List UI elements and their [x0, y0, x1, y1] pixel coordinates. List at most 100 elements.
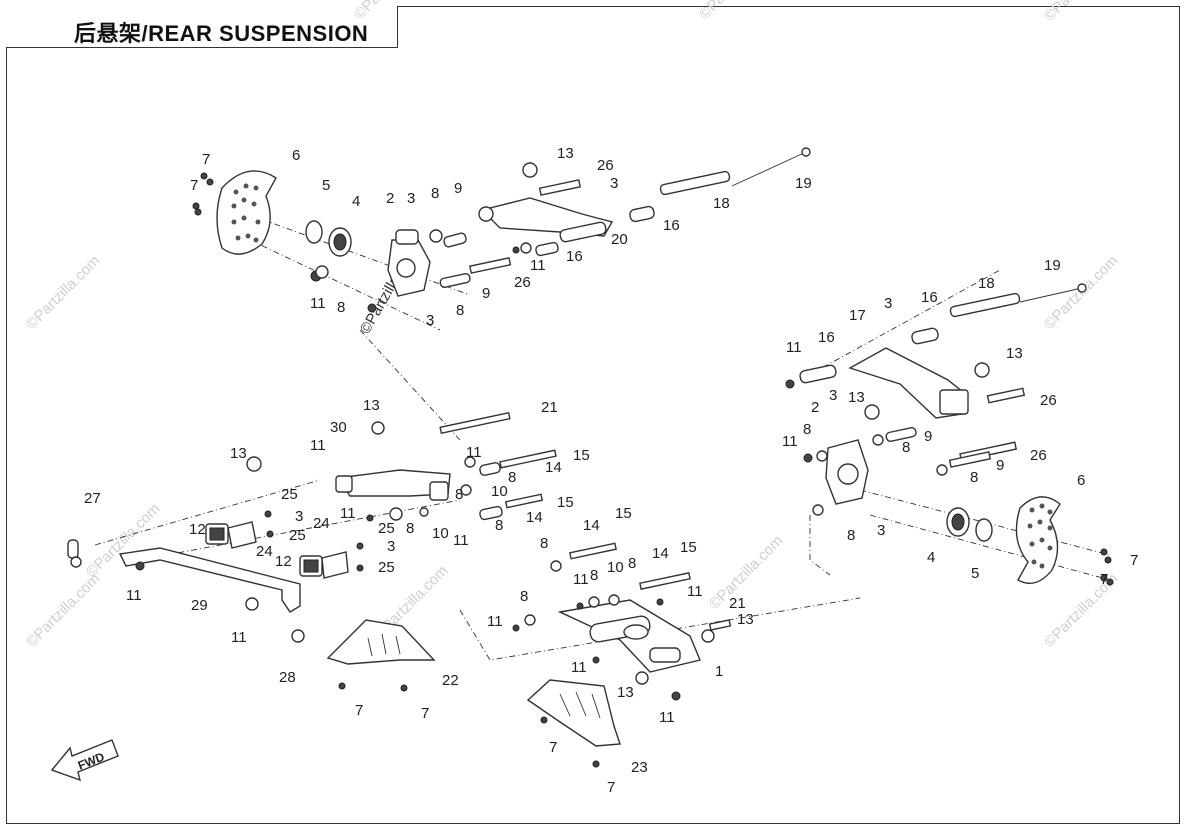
watermark: ©Partzilla.com	[23, 570, 104, 651]
title-box: 后悬架/REAR SUSPENSION	[6, 6, 398, 48]
callout-3: 3	[610, 175, 618, 192]
callout-10: 10	[432, 525, 449, 542]
snap-ring	[305, 220, 323, 244]
callout-8: 8	[628, 555, 636, 572]
callout-10: 10	[491, 483, 508, 500]
callout-8: 8	[456, 302, 464, 319]
callout-7: 7	[549, 739, 557, 756]
callout-13: 13	[1006, 345, 1023, 362]
callout-19: 19	[795, 175, 812, 192]
fwd-arrow-icon: FWD	[50, 739, 119, 782]
watermark: ©Partzilla.com	[351, 0, 432, 23]
upper-right-a-arm	[785, 283, 1087, 420]
callout-25: 25	[378, 559, 395, 576]
callout-11: 11	[659, 709, 675, 726]
callout-6: 6	[1077, 472, 1085, 489]
callout-8: 8	[406, 520, 414, 537]
upper-left-knuckle-assembly	[192, 170, 467, 313]
callout-11: 11	[310, 295, 326, 312]
callout-9: 9	[996, 457, 1004, 474]
callout-3: 3	[387, 538, 395, 555]
snap-ring	[975, 518, 993, 542]
skid-guard-right	[526, 679, 621, 768]
callout-11: 11	[126, 587, 142, 604]
right-knuckle-assembly	[803, 427, 1114, 586]
assembly-lines	[94, 214, 1111, 661]
callout-24: 24	[313, 515, 330, 532]
callout-28: 28	[279, 669, 296, 686]
callout-14: 14	[652, 545, 669, 562]
watermark: ©Partzilla.com	[1041, 0, 1122, 25]
callout-4: 4	[927, 549, 935, 566]
callout-18: 18	[978, 275, 995, 292]
callout-8: 8	[970, 469, 978, 486]
callout-3: 3	[884, 295, 892, 312]
watermark: ©Partzilla.com	[23, 252, 104, 333]
callout-27: 27	[84, 490, 101, 507]
watermark: ©Partzilla.com	[696, 0, 777, 23]
callout-8: 8	[337, 299, 345, 316]
callout-5: 5	[971, 565, 979, 582]
callout-14: 14	[545, 459, 562, 476]
callout-7: 7	[421, 705, 429, 722]
callout-13: 13	[617, 684, 634, 701]
brake-disc	[1015, 496, 1061, 584]
callout-6: 6	[292, 147, 300, 164]
lower-left-a-arm	[246, 411, 557, 522]
callout-13: 13	[557, 145, 574, 162]
callout-26: 26	[514, 274, 531, 291]
callout-15: 15	[573, 447, 590, 464]
callout-11: 11	[453, 532, 469, 549]
callout-13: 13	[737, 611, 754, 628]
callout-2: 2	[811, 399, 819, 416]
callout-11: 11	[786, 339, 802, 356]
callout-18: 18	[713, 195, 730, 212]
callout-3: 3	[407, 190, 415, 207]
skid-guard-left	[326, 619, 436, 692]
callout-9: 9	[482, 285, 490, 302]
callout-7: 7	[607, 779, 615, 796]
callout-15: 15	[615, 505, 632, 522]
callout-3: 3	[877, 522, 885, 539]
watermark: ©Partzilla.com	[83, 500, 164, 581]
callout-26: 26	[1030, 447, 1047, 464]
callout-8: 8	[508, 469, 516, 486]
callout-8: 8	[520, 588, 528, 605]
callout-22: 22	[442, 672, 459, 689]
callout-8: 8	[847, 527, 855, 544]
callout-4: 4	[352, 193, 360, 210]
callout-11: 11	[782, 433, 798, 450]
callout-8: 8	[495, 517, 503, 534]
callout-15: 15	[557, 494, 574, 511]
callout-24: 24	[256, 543, 273, 560]
callout-26: 26	[1040, 392, 1057, 409]
callout-8: 8	[590, 567, 598, 584]
callout-8: 8	[431, 185, 439, 202]
callout-2: 2	[386, 190, 394, 207]
lower-right-a-arm	[512, 542, 732, 701]
callout-5: 5	[322, 177, 330, 194]
callout-10: 10	[607, 559, 624, 576]
callout-13: 13	[363, 397, 380, 414]
callout-1: 1	[715, 663, 723, 680]
brake-disc	[216, 170, 277, 255]
callout-13: 13	[230, 445, 247, 462]
stabilizer-bar	[67, 510, 364, 643]
callout-11: 11	[571, 659, 587, 676]
callout-13: 13	[848, 389, 865, 406]
callout-16: 16	[566, 248, 583, 265]
callout-16: 16	[818, 329, 835, 346]
callout-19: 19	[1044, 257, 1061, 274]
callout-21: 21	[729, 595, 746, 612]
drawing-frame	[6, 6, 1180, 824]
callout-8: 8	[455, 486, 463, 503]
callout-20: 20	[611, 231, 628, 248]
callout-8: 8	[540, 535, 548, 552]
callout-11: 11	[231, 629, 247, 646]
callout-11: 11	[687, 583, 703, 600]
callout-16: 16	[921, 289, 938, 306]
callout-7: 7	[355, 702, 363, 719]
callout-21: 21	[541, 399, 558, 416]
